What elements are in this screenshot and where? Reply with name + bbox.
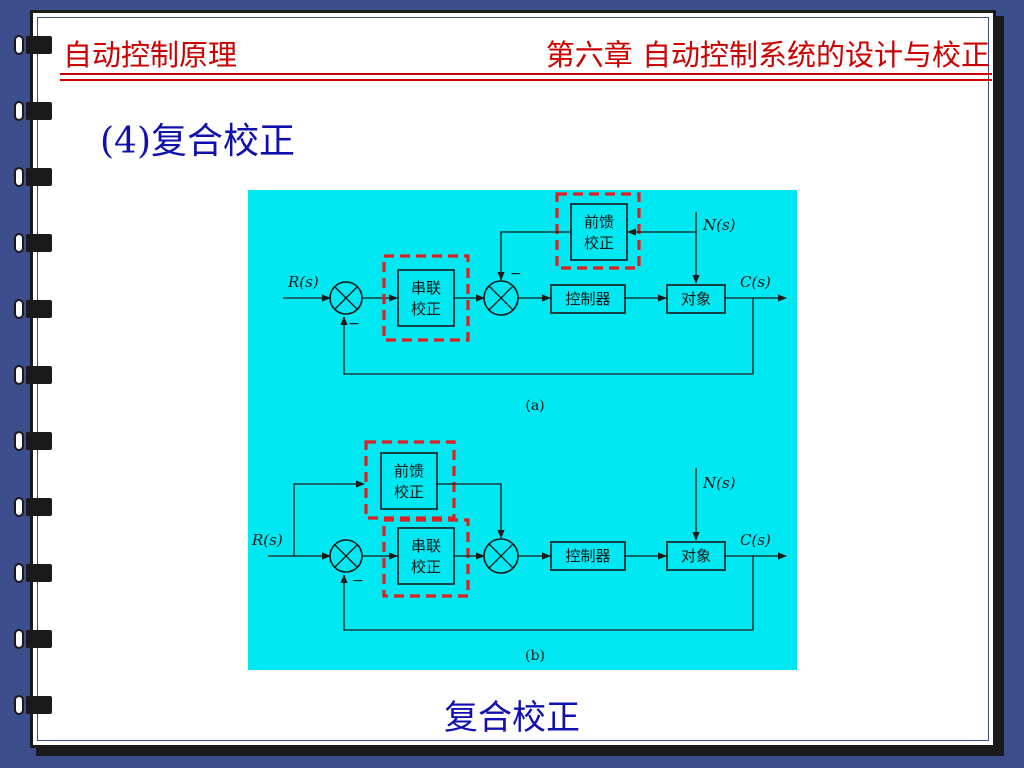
feedforward-highlight [555, 192, 641, 270]
plant-block [666, 284, 726, 314]
controller-label: 控制器 [565, 547, 610, 565]
plant-label: 对象 [681, 547, 711, 565]
feedback-loop [340, 556, 754, 631]
binder-ring [14, 496, 54, 518]
binder-ring [14, 100, 54, 122]
plant-label: 对象 [681, 290, 711, 308]
series-highlight [382, 254, 470, 342]
diagram-a: R(s) − 串联 校正 − [283, 192, 787, 414]
feedforward-label-line2: 校正 [394, 483, 424, 501]
signal-input-r: R(s) [251, 531, 283, 549]
feedback-loop [340, 298, 754, 375]
summing-junction-1 [329, 281, 363, 315]
diagram-b: R(s) − 前馈 校正 串联 校正 [251, 440, 787, 664]
compound-correction-figure: R(s) − 串联 校正 − [248, 190, 797, 670]
feedforward-correction-block [570, 203, 628, 261]
line-input-to-feedforward [293, 480, 365, 556]
chapter-title: 第六章 自动控制系统的设计与校正 [545, 38, 990, 72]
section-title: (4)复合校正 [100, 121, 295, 162]
controller-label: 控制器 [565, 290, 610, 308]
controller-block [550, 284, 626, 314]
signal-input-r: R(s) [287, 273, 319, 291]
diagram-b-label: (b) [525, 648, 545, 664]
binder-ring [14, 694, 54, 716]
line-feedforward-to-sum2 [437, 483, 505, 539]
header-rule-bottom [60, 79, 992, 81]
binder-ring [14, 628, 54, 650]
signal-output-c: C(s) [740, 273, 771, 291]
feedforward-highlight [364, 440, 456, 520]
header-rule-top [60, 73, 992, 75]
block-diagrams: R(s) − 串联 校正 − [251, 192, 787, 664]
series-label-line1: 串联 [411, 537, 441, 555]
series-label-line1: 串联 [411, 279, 441, 297]
signal-disturbance-n: N(s) [702, 216, 736, 234]
course-title: 自动控制原理 [63, 38, 238, 72]
series-label-line2: 校正 [411, 558, 441, 576]
signal-output-c: C(s) [740, 531, 771, 549]
summing-junction-1 [329, 539, 363, 573]
binder-ring [14, 562, 54, 584]
figure-caption: 复合校正 [444, 698, 580, 738]
diagram-a-label: (a) [525, 398, 544, 414]
feedforward-label-line1: 前馈 [394, 462, 424, 480]
binder-ring [14, 166, 54, 188]
feedforward-correction-block [380, 452, 438, 510]
minus-sign: − [352, 573, 364, 589]
binder-ring [14, 364, 54, 386]
binder-ring [14, 232, 54, 254]
signal-disturbance-n: N(s) [702, 474, 736, 492]
feedforward-label-line2: 校正 [584, 234, 614, 252]
minus-sign: − [348, 316, 360, 332]
summing-junction-2 [483, 538, 519, 574]
summing-junction-2 [483, 280, 519, 316]
feedforward-label-line1: 前馈 [584, 213, 614, 231]
binder-ring [14, 298, 54, 320]
series-label-line2: 校正 [411, 300, 441, 318]
series-highlight [382, 518, 470, 598]
line-feedforward-to-sum2 [497, 231, 570, 281]
binder-ring [14, 430, 54, 452]
binder-ring [14, 34, 54, 56]
minus-sign: − [510, 266, 522, 282]
